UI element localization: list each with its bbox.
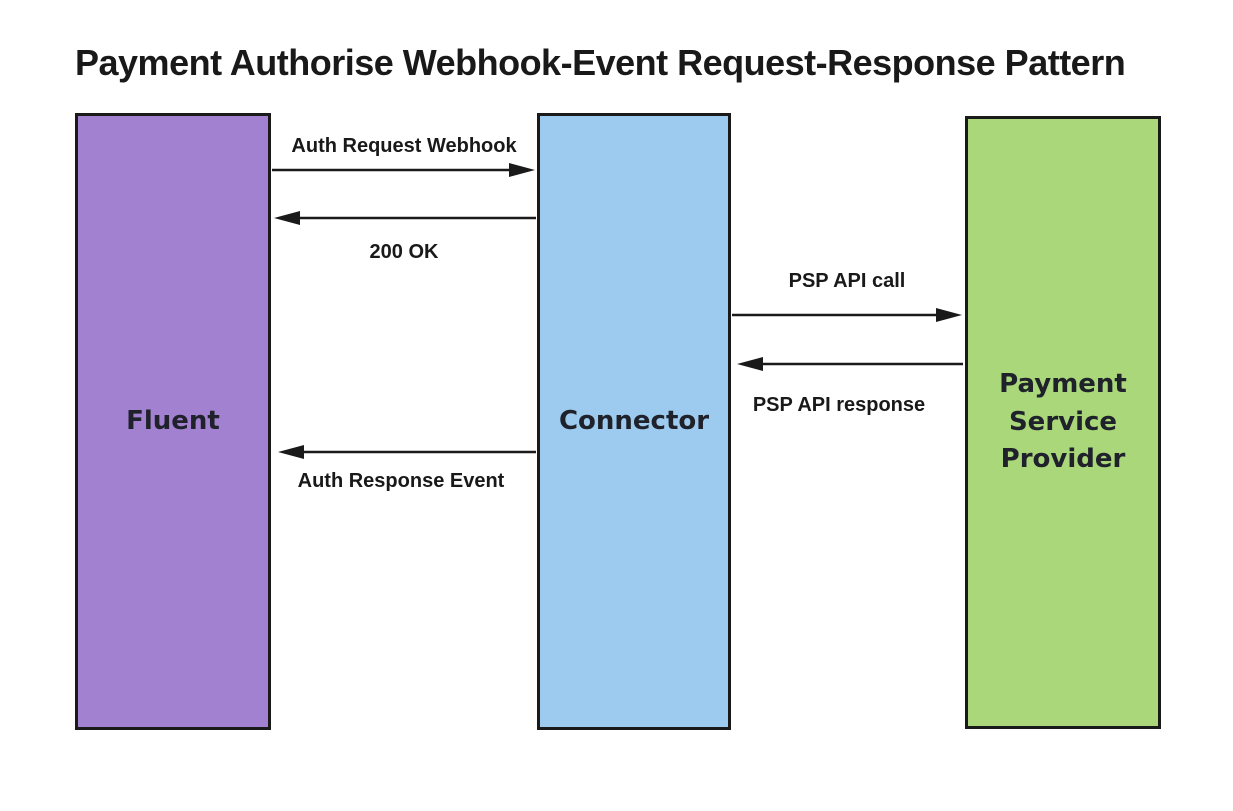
arrow-200-ok [274, 211, 536, 225]
actor-box-fluent: Fluent [75, 113, 271, 730]
actor-label-connector: Connector [558, 405, 710, 436]
arrow-auth-request-webhook [272, 163, 535, 177]
message-label-auth-request-webhook: Auth Request Webhook [291, 135, 517, 157]
message-label-auth-response-event: Auth Response Event [297, 470, 505, 492]
actor-label-fluent: Fluent [126, 405, 220, 436]
arrow-auth-response-event [278, 445, 536, 459]
message-label-psp-api-call: PSP API call [788, 270, 906, 292]
actor-box-connector: Connector [537, 113, 731, 730]
arrow-psp-api-response [737, 357, 963, 371]
message-label-psp-api-response: PSP API response [752, 394, 926, 416]
diagram-title: Payment Authorise Webhook-Event Request-… [75, 42, 1126, 83]
message-label-200-ok: 200 OK [369, 241, 439, 263]
actor-box-payment-service-provider: Payment Service Provider [965, 116, 1161, 729]
actor-label-payment-service-provider: Payment Service Provider [999, 369, 1127, 475]
arrow-psp-api-call [732, 308, 962, 322]
